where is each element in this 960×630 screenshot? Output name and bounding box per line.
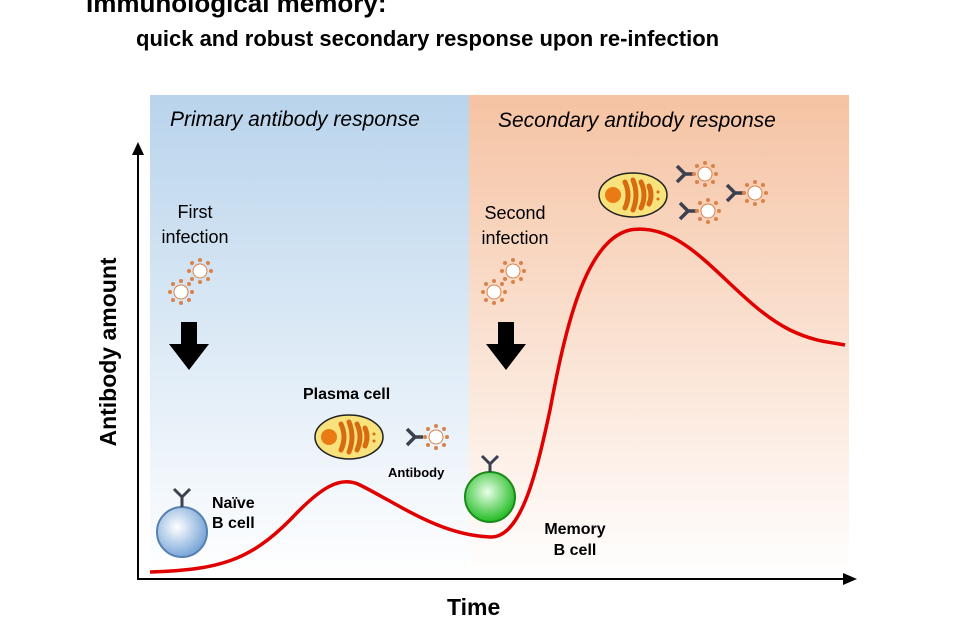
label-line: Naïve	[212, 495, 255, 512]
secondary-panel	[469, 95, 849, 578]
label-line: B cell	[553, 542, 597, 559]
label-line: Second	[484, 203, 546, 223]
x-axis	[137, 573, 857, 585]
arrow-down-icon	[486, 322, 526, 370]
naive-b-cell-icon	[156, 487, 208, 558]
label-line: Memory	[544, 521, 606, 538]
naive-b-cell-label: Naïve B cell	[212, 494, 255, 534]
arrow-down-icon	[169, 322, 209, 370]
antibody-curve	[149, 227, 846, 574]
second-infection-label: Second infection	[470, 201, 560, 251]
label-line: infection	[481, 228, 549, 248]
primary-panel-title: Primary antibody response	[170, 108, 420, 131]
y-axis	[132, 142, 144, 580]
first-infection-label: First infection	[150, 200, 240, 250]
plasma-cell-label: Plasma cell	[303, 386, 391, 403]
memory-b-cell-label: Memory B cell	[530, 519, 620, 561]
subtitle: quick and robust secondary response upon…	[136, 26, 720, 51]
plasma-cell-icon	[599, 173, 667, 217]
y-axis-label: Antibody amount	[95, 257, 121, 446]
secondary-panel-title: Secondary antibody response	[498, 109, 776, 132]
title: Immunological memory:	[86, 0, 387, 18]
primary-panel	[150, 95, 469, 578]
plasma-cell-icon	[315, 415, 383, 459]
label-line: B cell	[212, 515, 255, 532]
label-line: infection	[161, 227, 229, 247]
x-axis-label: Time	[447, 594, 501, 620]
antibody-label: Antibody	[388, 465, 445, 480]
label-line: First	[177, 202, 213, 222]
memory-b-cell-icon	[464, 454, 516, 523]
